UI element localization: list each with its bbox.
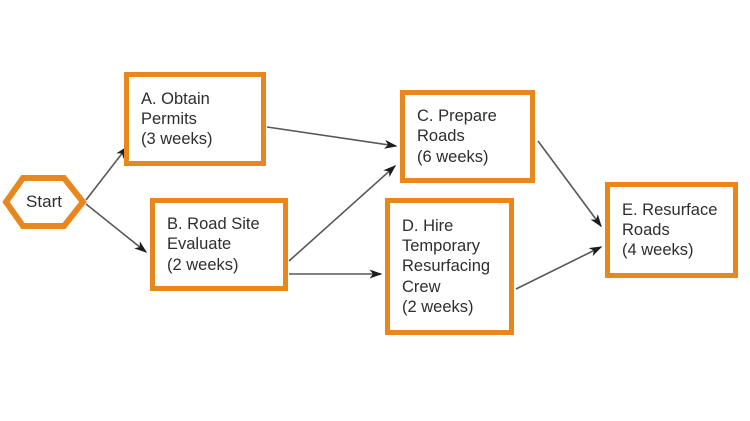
edge-c-to-e — [537, 140, 602, 228]
node-b-label: B. Road Site Evaluate (2 weeks) — [167, 215, 260, 274]
edge-d-to-e — [515, 246, 603, 290]
node-e-label: E. Resurface Roads (4 weeks) — [622, 200, 718, 260]
node-a-label: A. Obtain Permits (3 weeks) — [141, 89, 213, 149]
node-d-hire-temporary-resurfacing-crew: D. Hire Temporary Resurfacing Crew (2 we… — [385, 198, 514, 335]
node-e-resurface-roads: E. Resurface Roads (4 weeks) — [605, 182, 738, 278]
node-c-prepare-roads: C. Prepare Roads (6 weeks) — [400, 90, 535, 183]
node-a-obtain-permits: A. Obtain Permits (3 weeks) — [124, 72, 266, 166]
edge-start-to-b — [85, 203, 148, 253]
node-start-label: Start — [26, 192, 62, 211]
start-hexagon-shape — [2, 175, 87, 229]
node-c-label: C. Prepare Roads (6 weeks) — [417, 107, 497, 166]
edge-a-to-c — [266, 126, 398, 149]
node-b-road-site-evaluate: B. Road Site Evaluate (2 weeks) — [150, 198, 288, 291]
edge-start-to-a — [85, 145, 128, 201]
node-start: Start — [4, 177, 84, 227]
node-d-label: D. Hire Temporary Resurfacing Crew (2 we… — [402, 217, 491, 316]
edge-b-to-c — [288, 164, 397, 262]
